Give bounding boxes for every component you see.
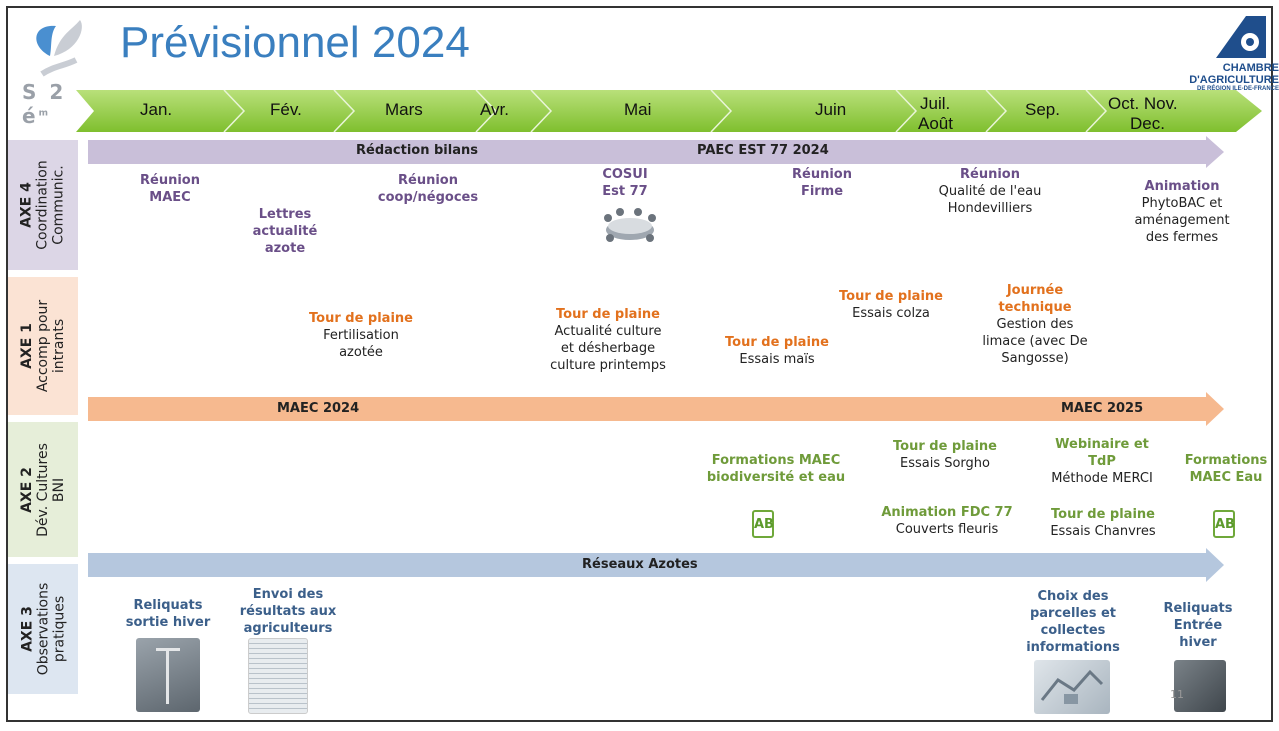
month-timeline	[76, 90, 1262, 132]
month-apr: Avr.	[480, 100, 509, 119]
slide-frame	[6, 6, 1273, 722]
ab-label-icon-2: AB	[1213, 510, 1235, 538]
month-sep: Sep.	[1025, 100, 1060, 119]
month-may: Mai	[624, 100, 652, 119]
s2e-logo-text: S 2 ém	[22, 80, 67, 128]
leaf-logo-icon	[36, 20, 82, 77]
page-title: Prévisionnel 2024	[120, 18, 470, 67]
axe1-bar	[88, 392, 1224, 426]
bar-maec-2024: MAEC 2024	[277, 401, 360, 416]
logo-line-1: CHAMBRE	[1222, 62, 1279, 74]
month-mar: Mars	[385, 100, 423, 119]
results-document-image	[248, 638, 308, 714]
month-jun: Juin	[815, 100, 847, 119]
chambre-agriculture-logo: CHAMBRE D'AGRICULTURE DE RÉGION ILE-DE-F…	[1186, 14, 1279, 114]
meeting-table-image	[604, 208, 656, 242]
month-feb: Fév.	[270, 100, 302, 119]
parcel-map-image	[1034, 660, 1110, 714]
soil-sampler-photo	[136, 638, 200, 712]
logo-line-3: DE RÉGION ILE-DE-FRANCE	[1196, 86, 1279, 92]
bar-redaction-bilans: Rédaction bilans	[356, 143, 478, 158]
axe3-bar	[88, 548, 1224, 582]
bar-reseaux-azotes: Réseaux Azotes	[582, 557, 698, 572]
month-jul: Juil.	[920, 94, 951, 113]
ab-label-icon-1: AB	[752, 510, 774, 538]
month-aug: Août	[918, 114, 953, 133]
month-dec: Dec.	[1130, 114, 1165, 133]
page-number: 11	[1170, 688, 1184, 701]
bar-paec: PAEC EST 77 2024	[697, 143, 829, 158]
soil-hand-photo	[1174, 660, 1226, 712]
s2e-logo: S 2 ém	[20, 16, 100, 128]
month-jan: Jan.	[140, 100, 173, 119]
map-shapes-icon	[1040, 669, 1104, 704]
chambre-logo-icon	[1216, 16, 1266, 58]
month-oct-nov: Oct. Nov.	[1108, 94, 1178, 113]
logo-line-2: D'AGRICULTURE	[1189, 74, 1279, 86]
axe4-bar	[88, 136, 1224, 168]
bar-maec-2025: MAEC 2025	[1061, 401, 1144, 416]
